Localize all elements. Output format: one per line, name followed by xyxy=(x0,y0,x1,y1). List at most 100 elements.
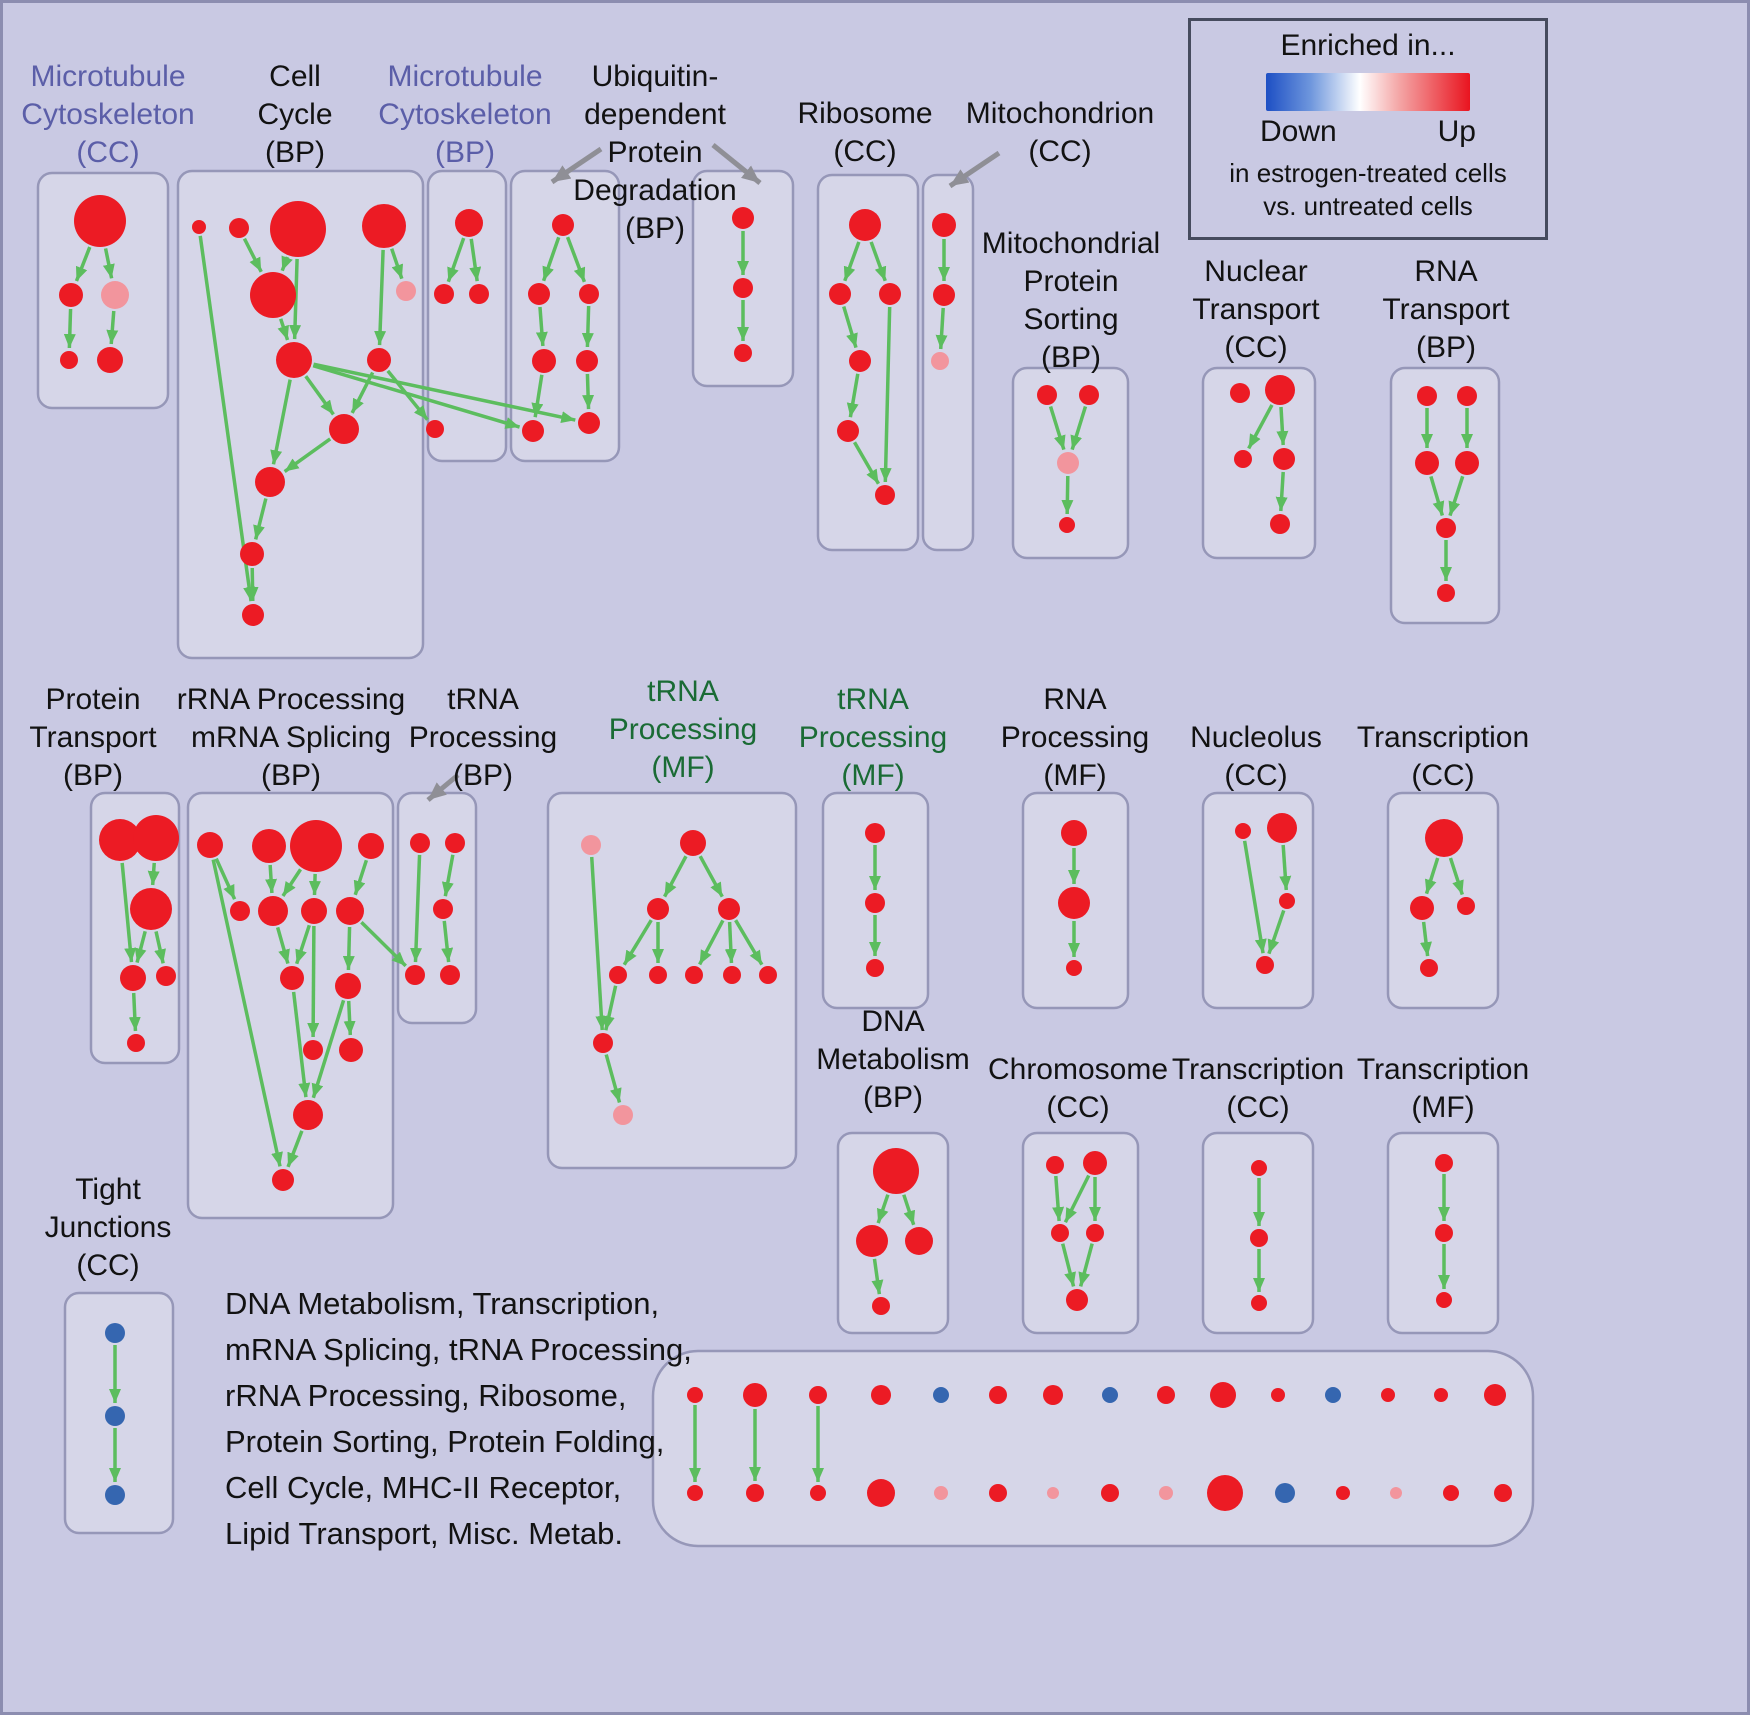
graph-node xyxy=(1207,1475,1243,1511)
graph-edge xyxy=(253,498,268,540)
mixed-cluster-note-line: Protein Sorting, Protein Folding, xyxy=(225,1424,665,1459)
graph-node xyxy=(105,1323,125,1343)
graph-node xyxy=(301,898,327,924)
cluster-label-line: (BP) xyxy=(453,759,513,792)
cluster-box-nuclear-transport-cc xyxy=(1201,366,1317,560)
network-canvas xyxy=(36,143,1535,1548)
graph-edge xyxy=(581,305,594,348)
graph-edge xyxy=(304,375,335,416)
graph-node xyxy=(865,823,885,843)
graph-node xyxy=(120,965,146,991)
graph-edge xyxy=(275,926,290,965)
graph-edge xyxy=(1448,475,1465,517)
graph-edge xyxy=(308,873,321,896)
graph-edge xyxy=(390,248,404,280)
graph-node xyxy=(1443,1485,1459,1501)
graph-edge xyxy=(663,855,688,898)
cluster-label-line: (MF) xyxy=(1411,1091,1475,1124)
graph-edge xyxy=(128,992,141,1032)
graph-edge xyxy=(1242,840,1267,954)
graph-edge xyxy=(312,364,521,429)
graph-node xyxy=(335,973,361,999)
cluster-label-line: tRNA xyxy=(447,683,519,716)
cluster-box-chromosome-cc xyxy=(1021,1131,1140,1335)
cluster-label-line: Ubiquitin- xyxy=(591,60,719,93)
graph-node xyxy=(1234,450,1252,468)
cluster-label-line: DNA xyxy=(861,1005,925,1038)
cluster-label-line: Degradation xyxy=(573,174,737,207)
graph-edge xyxy=(441,854,455,897)
graph-node xyxy=(873,1148,919,1194)
cluster-label-mitochondrion-cc: Mitochondrion(CC) xyxy=(966,95,1154,171)
graph-node xyxy=(1265,375,1295,405)
cluster-label-line: Mitochondrion xyxy=(965,97,1155,130)
graph-node xyxy=(932,213,956,237)
cluster-label-line: Nucleolus xyxy=(1190,721,1322,754)
graph-edge xyxy=(879,306,892,483)
graph-node xyxy=(1251,1160,1267,1176)
graph-node xyxy=(156,966,176,986)
cluster-label-line: Cycle xyxy=(257,98,333,131)
graph-edge xyxy=(289,258,302,340)
graph-node xyxy=(1271,1388,1285,1402)
cluster-label-transcription-cc-b: Transcription(CC) xyxy=(1172,1051,1344,1127)
graph-edge xyxy=(1061,475,1074,515)
graph-node xyxy=(879,283,901,305)
graph-node xyxy=(1159,1486,1173,1500)
graph-edge xyxy=(147,862,160,886)
graph-node xyxy=(250,272,296,318)
graph-node xyxy=(1425,819,1463,857)
graph-edge xyxy=(698,919,725,966)
cluster-label-line: Cytoskeleton xyxy=(21,98,195,131)
graph-node xyxy=(1275,1483,1295,1503)
cluster-label-line: Mitochondrial xyxy=(981,227,1161,260)
cluster-label-line: Processing xyxy=(408,721,558,754)
graph-node xyxy=(329,414,359,444)
cluster-box-rrna-processing-mrna-splicing-bp xyxy=(186,791,395,1220)
graph-edge xyxy=(291,991,311,1098)
graph-edge xyxy=(277,318,290,341)
graph-node xyxy=(743,1383,767,1407)
cluster-label-line: Transcription xyxy=(1171,1053,1345,1086)
graph-node xyxy=(759,966,777,984)
cluster-label-line: Metabolism xyxy=(816,1043,970,1076)
cluster-label-line: (BP) xyxy=(862,1081,923,1114)
graph-node xyxy=(609,966,627,984)
cluster-label-line: Cytoskeleton xyxy=(378,98,552,131)
cluster-label-transcription-mf: Transcription(MF) xyxy=(1357,1051,1529,1127)
graph-edge xyxy=(211,859,283,1167)
graph-edge xyxy=(374,249,387,346)
graph-node xyxy=(258,896,288,926)
graph-node xyxy=(405,965,425,985)
cluster-label-line: Transport xyxy=(1192,293,1320,326)
graph-edge xyxy=(582,373,595,410)
graph-node xyxy=(252,829,286,863)
cluster-label-line: Chromosome xyxy=(987,1053,1169,1086)
graph-node xyxy=(339,1038,363,1062)
graph-node xyxy=(829,283,851,305)
graph-node xyxy=(1390,1487,1402,1499)
graph-node xyxy=(367,348,391,372)
graph-edge xyxy=(74,246,92,282)
graph-node xyxy=(240,542,264,566)
graph-node xyxy=(1037,385,1057,405)
graph-edge xyxy=(869,241,887,282)
cluster-label-line: RNA xyxy=(1043,683,1107,716)
graph-node xyxy=(647,898,669,920)
cluster-box-nucleolus-cc xyxy=(1201,791,1315,1010)
graph-node xyxy=(1057,452,1079,474)
cluster-label-dna-metabolism-bp: DNA Metabolism (BP) xyxy=(816,1003,969,1117)
graph-edge xyxy=(281,868,303,897)
graph-node xyxy=(578,412,600,434)
graph-edge xyxy=(63,308,76,349)
cluster-label-line: Microtubule xyxy=(387,60,543,93)
graph-node xyxy=(1066,960,1082,976)
cluster-label-line: Tight xyxy=(75,1173,141,1206)
graph-node xyxy=(1210,1382,1236,1408)
graph-node xyxy=(613,1105,633,1125)
